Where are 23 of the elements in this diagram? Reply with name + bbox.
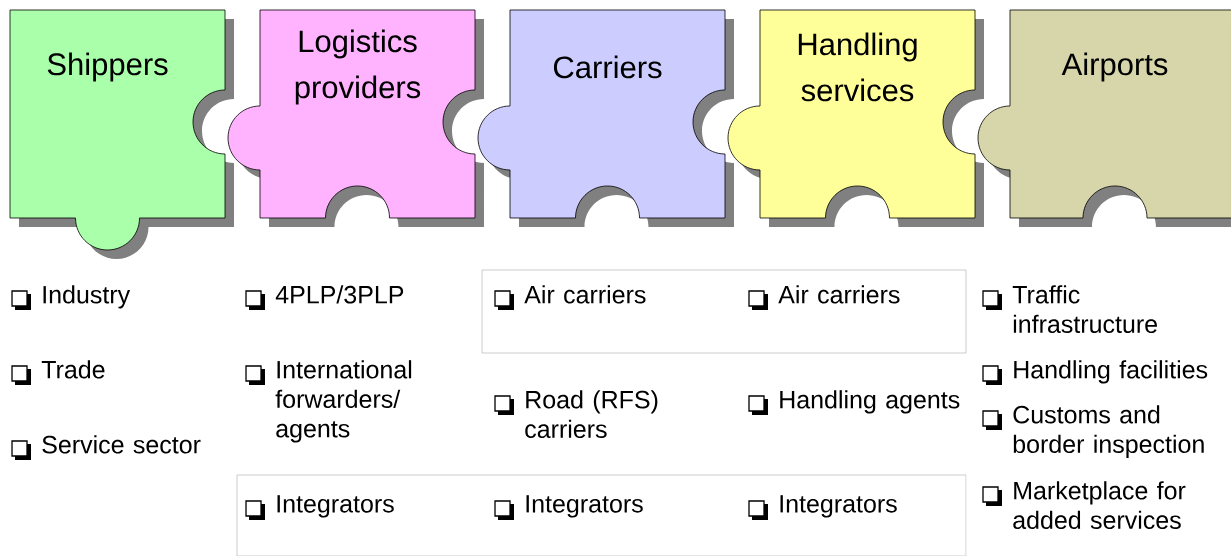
list-item: Air carriers: [524, 285, 646, 304]
list-item: 4PLP/3PLP: [275, 285, 404, 304]
list-item: Handling facilities: [1014, 360, 1208, 384]
group-box: [481, 269, 967, 354]
list-item: Marketplace for added services: [1013, 481, 1186, 530]
list-item: Road (RFS) carriers: [525, 390, 658, 439]
puzzle-piece: Shippers: [9, 9, 234, 259]
list-item: Industry: [43, 285, 131, 309]
puzzle-piece: Logistics providers: [227, 9, 484, 227]
group-box: [236, 474, 967, 556]
list-item: Integrators: [780, 495, 897, 518]
list-item: Integrators: [277, 495, 394, 518]
list-item: Integrators: [526, 495, 643, 518]
list-item: Trade: [41, 360, 105, 379]
puzzle-piece: Handling services: [727, 9, 984, 227]
list-item: Service sector: [42, 435, 201, 454]
puzzle-piece: Airports: [977, 9, 1231, 227]
list-item: Traffic infrastructure: [1012, 285, 1157, 334]
list-item: International forwarders/ agents: [275, 360, 412, 443]
list-item: Air carriers: [778, 285, 900, 304]
list-item: Customs and border inspection: [1013, 405, 1204, 458]
list-item: Handling agents: [780, 390, 960, 414]
puzzle-piece: Carriers: [477, 9, 734, 227]
